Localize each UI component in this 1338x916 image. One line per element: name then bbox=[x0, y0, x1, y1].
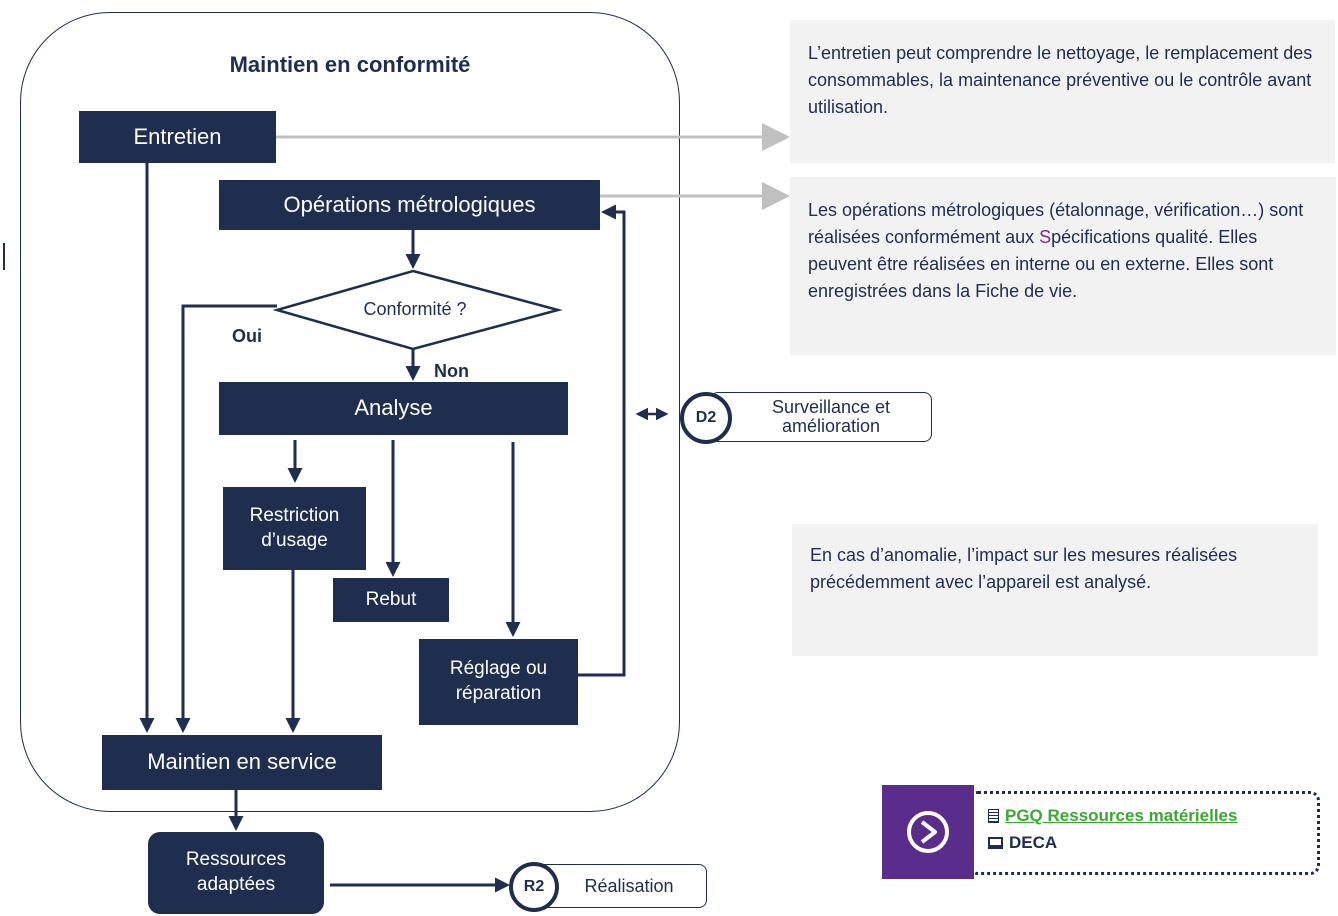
realisation-pill: Réalisation bbox=[537, 864, 707, 908]
note-operations-accent: S bbox=[1039, 227, 1052, 247]
note-operations-after: pécifications qualité. Elles peuvent êtr… bbox=[808, 227, 1274, 301]
diagram-title: Maintien en conformité bbox=[229, 52, 471, 77]
decision-label: Conformité ? bbox=[363, 299, 467, 319]
laptop-icon bbox=[988, 837, 1003, 849]
process-frame bbox=[20, 12, 680, 812]
node-reglage-reparation: Réglage ou réparation bbox=[419, 639, 578, 725]
note-operations-before: Les opérations métrologiques (étalonnage… bbox=[808, 200, 1304, 247]
node-rebut: Rebut bbox=[333, 578, 449, 622]
label-non: Non bbox=[434, 361, 469, 381]
node-ressources-adaptees: Ressources adaptées bbox=[148, 832, 324, 914]
pgq-link[interactable]: PGQ Ressources matérielles bbox=[1005, 806, 1238, 825]
surveillance-link[interactable]: Surveillance et amélioration D2 bbox=[680, 392, 932, 444]
note-arrows bbox=[276, 123, 790, 210]
play-circle-icon bbox=[907, 811, 949, 853]
document-icon bbox=[988, 809, 999, 823]
deca-link[interactable]: DECA bbox=[1009, 833, 1058, 852]
nav-tile[interactable] bbox=[882, 785, 974, 879]
node-entretien: Entretien bbox=[79, 111, 276, 163]
label-oui: Oui bbox=[232, 326, 262, 346]
node-maintien-service: Maintien en service bbox=[102, 735, 382, 790]
reference-links-box bbox=[968, 791, 1320, 875]
badge-d2: D2 bbox=[680, 392, 732, 444]
surveillance-pill: Surveillance et amélioration bbox=[710, 392, 932, 442]
reference-doc-line: PGQ Ressources matérielles bbox=[988, 806, 1237, 826]
note-entretien: L’entretien peut comprendre le nettoyage… bbox=[790, 20, 1335, 163]
text-cursor bbox=[3, 243, 5, 270]
note-operations: Les opérations métrologiques (étalonnage… bbox=[790, 177, 1336, 355]
node-operations-metrologiques: Opérations métrologiques bbox=[219, 180, 600, 230]
note-anomalie: En cas d’anomalie, l’impact sur les mesu… bbox=[792, 524, 1318, 656]
reference-app-line: DECA bbox=[988, 833, 1057, 853]
node-analyse: Analyse bbox=[219, 382, 568, 435]
node-restriction-usage: Restriction d’usage bbox=[223, 487, 366, 570]
badge-r2: R2 bbox=[509, 862, 559, 912]
reference-block: PGQ Ressources matérielles DECA bbox=[882, 785, 1322, 879]
realisation-link[interactable]: Réalisation R2 bbox=[509, 862, 707, 912]
